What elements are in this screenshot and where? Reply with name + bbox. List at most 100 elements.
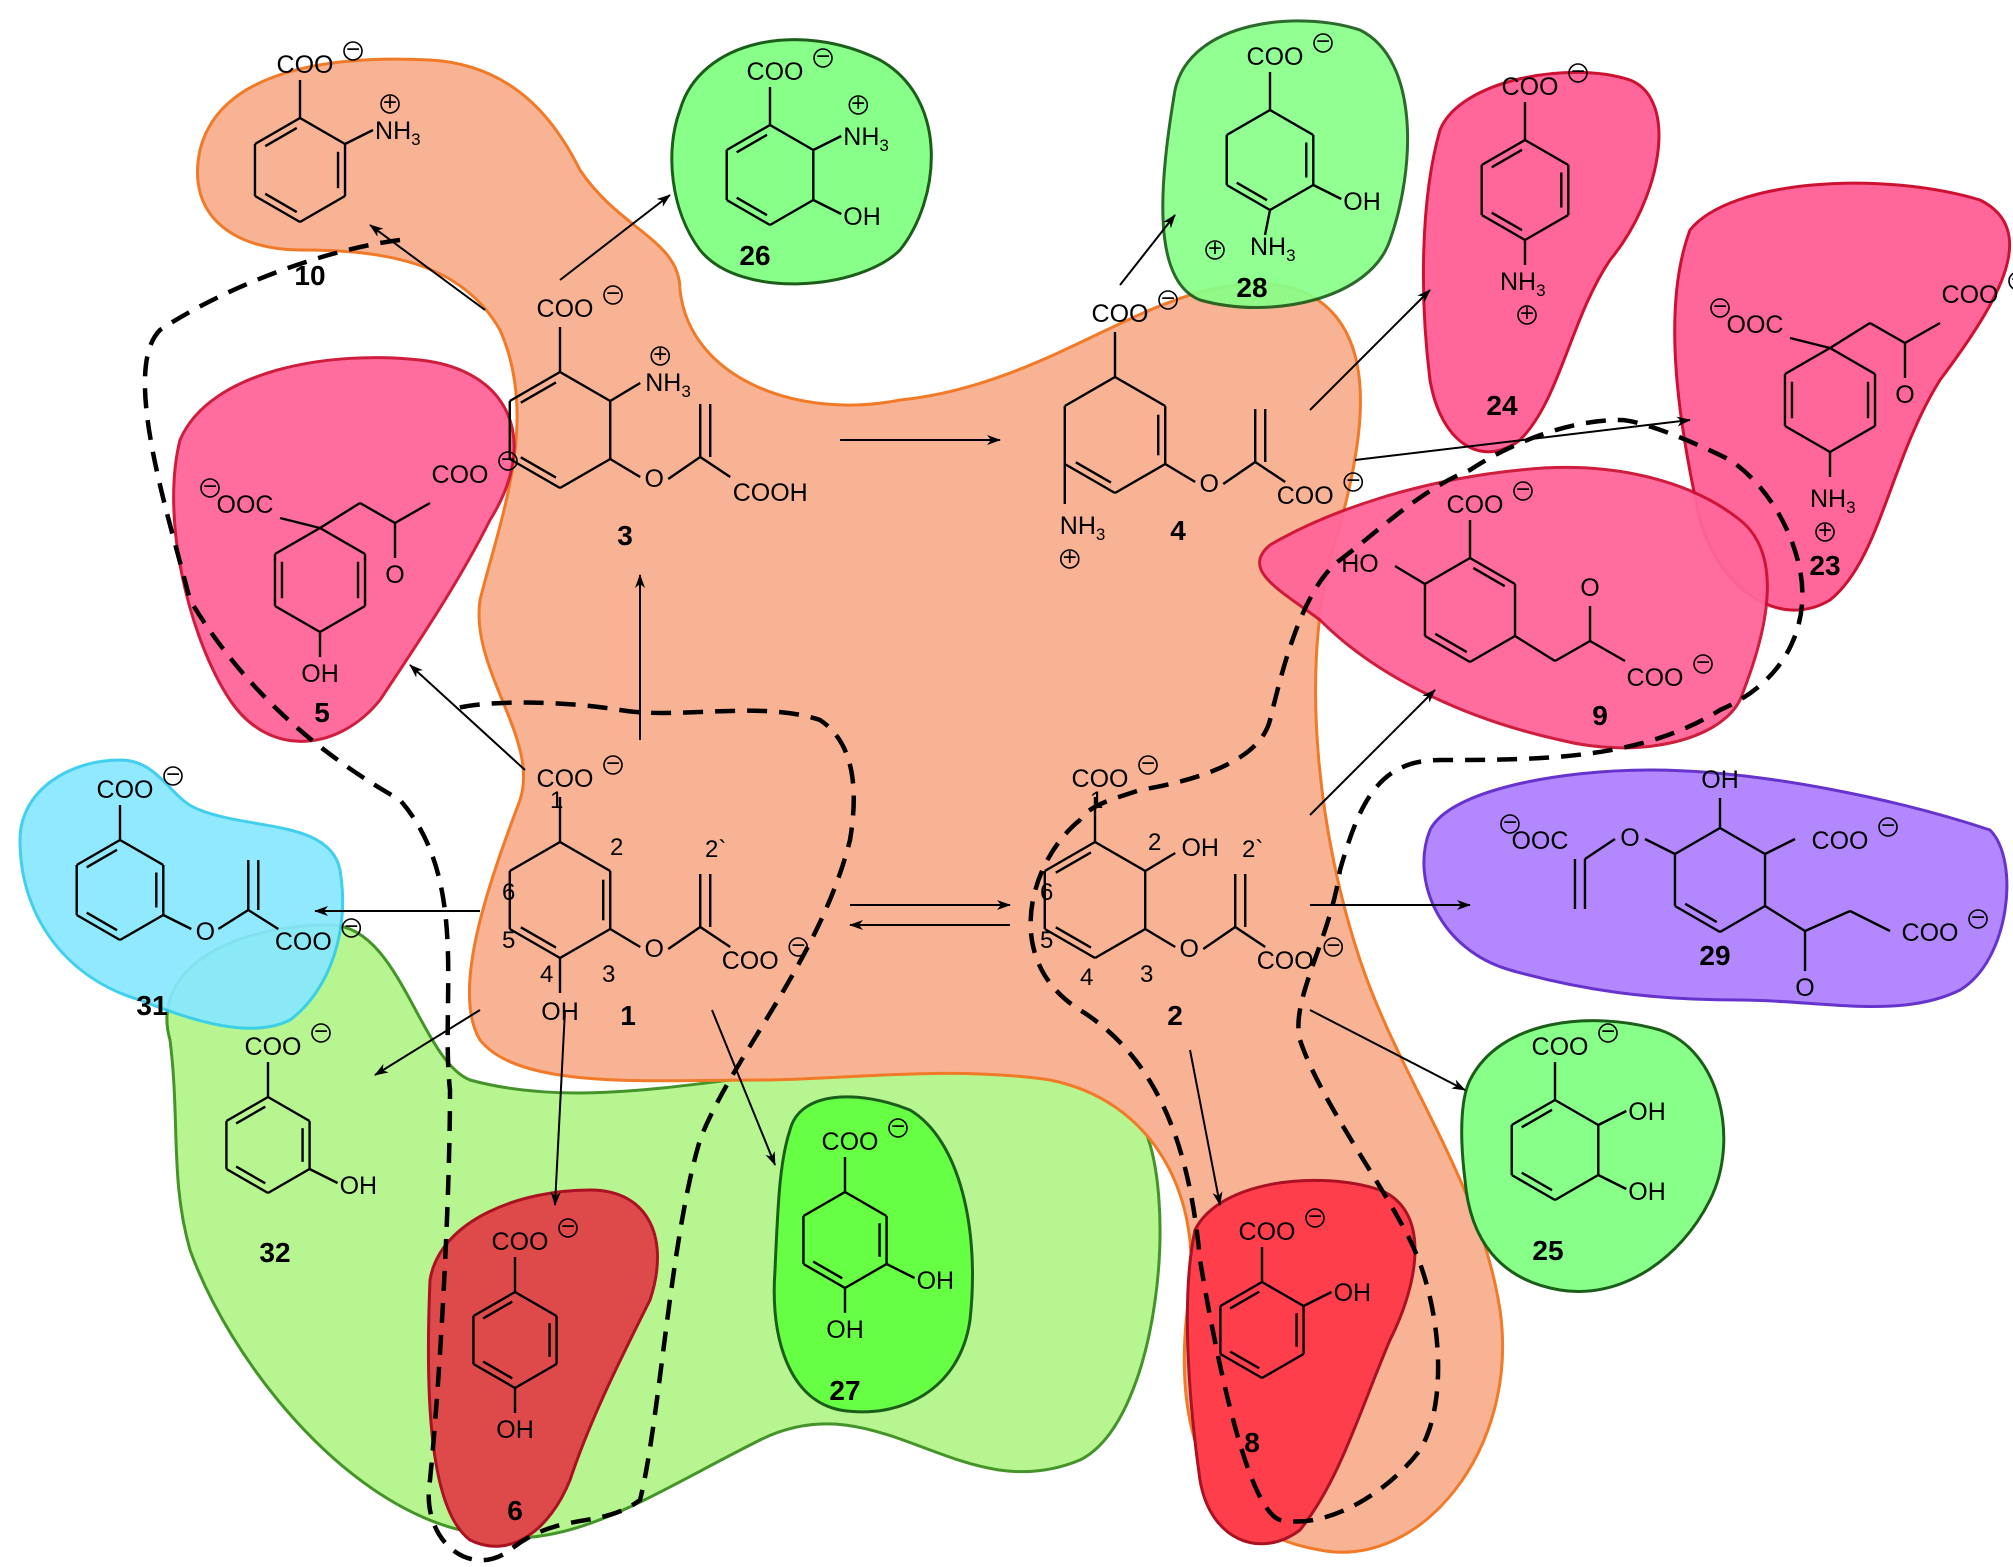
cpd4-ether-o: O xyxy=(1200,470,1219,498)
compound-number-27: 27 xyxy=(829,1375,860,1406)
cpd31-o-bond xyxy=(162,913,192,931)
cpd4-ring-bond xyxy=(1064,375,1116,408)
cpd29-ooc: OOC xyxy=(1511,827,1568,855)
cpd26-pos-charge-sign: + xyxy=(851,90,865,117)
compound-number-6: 6 xyxy=(507,1495,523,1526)
cpd27-oh-bond-1 xyxy=(886,1262,916,1280)
pos-2-cpd1: 2 xyxy=(610,834,623,861)
cpd27-double-bond xyxy=(812,1260,843,1280)
cpd4-side-neg-charge-sign: − xyxy=(1346,467,1360,494)
cpd5-ring-bond xyxy=(274,604,321,634)
arrow-1-to-6 xyxy=(550,1009,566,1206)
cpd23-coo-bond xyxy=(1904,321,1941,345)
cpd1-double-bond xyxy=(520,926,557,949)
cpd3-double-bond xyxy=(520,456,557,479)
cpd3-pos-charge xyxy=(650,346,671,366)
cpd1-vinyl xyxy=(667,926,701,950)
cpd2-double-bond xyxy=(1055,926,1092,949)
cpd9-ring-bond xyxy=(1424,556,1471,586)
cpd29-vinyl xyxy=(1584,838,1616,860)
cpd29-double-bond xyxy=(1684,902,1718,924)
pos-4-cpd1: 4 xyxy=(540,961,553,988)
cpd9-coo-bond xyxy=(1589,639,1626,663)
cpd3-ether-o: O xyxy=(645,465,664,493)
cpd10-pos-charge-sign: + xyxy=(383,89,397,116)
cpd31-double-bond xyxy=(86,911,118,932)
cpd4-coo-bond xyxy=(1254,461,1286,483)
cpd3-cooh-bond xyxy=(699,456,731,478)
cpd23-ring-bond xyxy=(1784,424,1831,454)
cpd2-double-bond xyxy=(1055,851,1092,874)
cpd2-oh-bond xyxy=(1144,851,1176,873)
cpd5-neg-charge-1 xyxy=(200,478,220,498)
cpd9-side-carboxylate: COO xyxy=(1627,664,1684,692)
cpd23-co-bond xyxy=(1869,321,1906,345)
cpd9-ring-bond xyxy=(1469,556,1516,586)
pos-5-cpd1: 5 xyxy=(502,927,515,954)
cpd23-ooc: OOC xyxy=(1727,311,1784,339)
cpd24-ring-bond xyxy=(1524,213,1569,242)
cpd26-nh3-bond xyxy=(812,134,842,152)
cpd5-neg-charge xyxy=(498,451,518,471)
cpd25-oh-bond-2 xyxy=(1597,1173,1627,1191)
dashed-boundary-left xyxy=(142,237,856,1563)
cpd2-ring-bond xyxy=(1044,927,1096,960)
cpd9-co-bond xyxy=(1554,639,1591,663)
cpd27-ring-bond xyxy=(844,1190,888,1218)
compound-number-9: 9 xyxy=(1592,700,1608,731)
cpd29-neg-charge-sign: − xyxy=(1881,812,1895,839)
cpd26-ring-bond xyxy=(769,123,814,152)
cpd31-carboxylate: COO xyxy=(97,776,154,804)
cpd3-nh3-bond xyxy=(609,381,641,403)
cpd26-oh: OH xyxy=(843,203,881,231)
pos-3-cpd2: 3 xyxy=(1140,961,1153,988)
cpd9-carboxylate: COO xyxy=(1447,491,1504,519)
cpd1-o-bond xyxy=(609,927,641,949)
cpd24-carboxylate: COO xyxy=(1502,73,1559,101)
cpd5-ketone-o: O xyxy=(385,561,404,589)
cpd1-ring-bond xyxy=(509,840,561,873)
cpd29-chain-3 xyxy=(1849,909,1891,933)
cpd24-double-bond xyxy=(1491,148,1523,169)
cpd5-neg-charge-1-sign: − xyxy=(203,473,217,500)
cpd9-ho: HO xyxy=(1341,550,1379,578)
cpd28-ring-bond xyxy=(1226,183,1271,212)
cpd24-double-bond xyxy=(1491,211,1523,232)
cpd25-ring-bond xyxy=(1511,1173,1556,1202)
cpd23-neg-charge-1-sign: − xyxy=(1713,293,1727,320)
cpd2-side-neg-charge-sign: − xyxy=(1326,932,1340,959)
cpd23-pos-charge xyxy=(1815,522,1835,542)
cpd4-neg-charge xyxy=(1158,290,1178,310)
cpd31-ring-bond xyxy=(119,913,164,942)
cpd8-neg-charge xyxy=(1305,1208,1325,1228)
cpd3-neg-charge xyxy=(603,285,623,305)
cpd32-double-bond xyxy=(235,1105,266,1125)
cpd27-neg-charge-sign: − xyxy=(891,1113,905,1140)
compound-number-5: 5 xyxy=(314,697,330,728)
cpd26-carboxylate: COO xyxy=(747,58,804,86)
cpd24-ring-bond xyxy=(1481,213,1526,242)
cpd24-neg-charge xyxy=(1568,63,1588,83)
cpd31-ring-bond xyxy=(76,913,121,942)
cpd8-ring-bond xyxy=(1261,1352,1305,1380)
compound-number-3: 3 xyxy=(617,520,633,551)
cpd32-ring-bond xyxy=(225,1167,269,1195)
cpd1-neg-charge-sign: − xyxy=(606,750,620,777)
cpd8-carboxylate: COO xyxy=(1239,1218,1296,1246)
cpd9-ring-bond xyxy=(1424,634,1471,664)
cpd8-ring-bond xyxy=(1261,1280,1305,1308)
cpd6-neg-charge-sign: − xyxy=(561,1213,575,1240)
cpd23-neg-charge xyxy=(2008,272,2013,290)
pos-4-cpd2: 4 xyxy=(1080,964,1093,991)
cpd27-neg-charge xyxy=(888,1118,908,1138)
cpd9-neg-charge-sign: − xyxy=(1516,476,1530,503)
cpd31-ring-bond xyxy=(76,838,121,867)
cpd31-side-carboxylate: COO xyxy=(275,928,332,956)
compound-number-24: 24 xyxy=(1486,390,1518,421)
cpd28-ring-bond xyxy=(1269,108,1314,137)
pos-5-cpd2: 5 xyxy=(1040,927,1053,954)
pos-2prime-cpd2: 2` xyxy=(1242,836,1263,863)
cpd10-neg-charge xyxy=(343,41,363,61)
cpd25-ring-bond xyxy=(1511,1098,1556,1127)
